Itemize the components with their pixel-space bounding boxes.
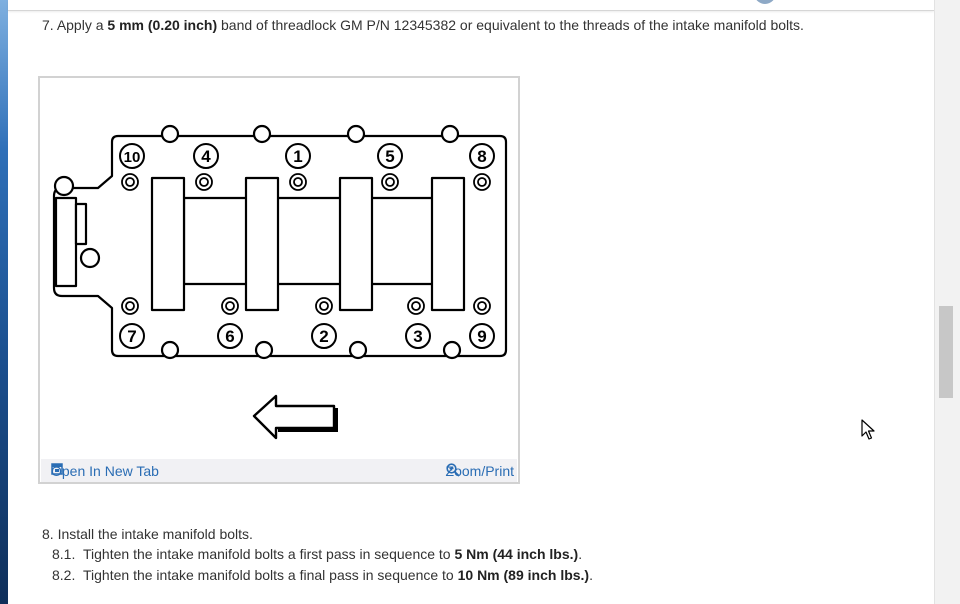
bolt-head: [315, 297, 333, 315]
torque-spec: 10 Nm (89 inch lbs.): [457, 567, 590, 583]
sequence-marker: [119, 323, 145, 349]
manifold-outline: [52, 134, 508, 358]
mouse-cursor-icon: [861, 419, 875, 440]
left-tab: [74, 202, 88, 246]
sequence-marker: [217, 323, 243, 349]
step-8-1: 8.1. Tighten the intake manifold bolts a …: [52, 546, 582, 562]
step-spec: 5 mm (0.20 inch): [107, 17, 218, 33]
top-ear: [252, 124, 272, 144]
bolt-head: [221, 297, 239, 315]
substep-end: .: [578, 546, 583, 562]
substep-number: 8.2.: [52, 567, 76, 583]
step-8-2: 8.2. Tighten the intake manifold bolts a …: [52, 567, 593, 583]
left-ear: [53, 175, 75, 197]
vertical-scrollbar[interactable]: [934, 0, 960, 604]
top-ear: [160, 124, 180, 144]
zoom-print-label: Zoom/Print: [445, 463, 514, 479]
substep-number: 8.1.: [52, 546, 76, 562]
bottom-ear: [442, 340, 462, 360]
sequence-marker: [469, 143, 495, 169]
bolt-number-3: 3: [413, 327, 422, 346]
scrollbar-thumb[interactable]: [939, 306, 953, 398]
sequence-marker: [405, 323, 431, 349]
zoom-print-link[interactable]: Zoom/Print: [446, 463, 514, 479]
bolt-head: [121, 297, 139, 315]
step-8: 8. Install the intake manifold bolts.: [42, 526, 253, 542]
bolt-head: [121, 173, 139, 191]
bottom-ear: [348, 340, 368, 360]
runner-port: [338, 176, 374, 312]
bolt-number-10: 10: [124, 149, 141, 166]
bottom-ear: [254, 340, 274, 360]
bolt-head: [195, 173, 213, 191]
step-number: 7.: [42, 17, 54, 33]
window-edge: [0, 0, 8, 604]
substep-text: Tighten the intake manifold bolts a firs…: [83, 546, 451, 562]
bolt-number-5: 5: [385, 147, 394, 166]
torque-spec: 5 Nm (44 inch lbs.): [454, 546, 579, 562]
left-ear: [79, 247, 101, 269]
step-text: Apply a: [56, 17, 104, 33]
plenum-band: [182, 196, 442, 286]
bolt-number-1: 1: [293, 147, 302, 166]
top-ear: [440, 124, 460, 144]
bolt-head: [473, 173, 491, 191]
bolt-head: [381, 173, 399, 191]
runner-port: [150, 176, 186, 312]
sequence-marker: [285, 143, 311, 169]
sequence-marker: [119, 143, 145, 169]
bolt-number-8: 8: [477, 147, 486, 166]
zoom-icon: [445, 463, 460, 477]
manifold-figure: 10 4 1 5 8 7 6 2 3 9 Open In New: [38, 76, 520, 484]
bolt-head: [289, 173, 307, 191]
bolt-number-6: 6: [225, 327, 234, 346]
previous-card-edge: [8, 0, 934, 11]
open-new-tab-icon: [51, 463, 63, 475]
bolt-head: [407, 297, 425, 315]
runner-port: [430, 176, 466, 312]
bottom-ear: [160, 340, 180, 360]
figure-toolbar: Open In New Tab Zoom/Print: [41, 459, 517, 482]
runner-port: [244, 176, 280, 312]
document-page: 7. Apply a 5 mm (0.20 inch) band of thre…: [8, 0, 934, 604]
sequence-marker: [377, 143, 403, 169]
bolt-head: [473, 297, 491, 315]
sequence-marker: [311, 323, 337, 349]
step-7: 7. Apply a 5 mm (0.20 inch) band of thre…: [42, 17, 804, 33]
step-number: 8.: [42, 526, 54, 542]
bolt-number-4: 4: [201, 147, 211, 166]
left-bracket: [54, 196, 78, 288]
open-in-new-tab-link[interactable]: Open In New Tab: [51, 463, 159, 479]
open-in-new-tab-label: Open In New Tab: [51, 463, 159, 479]
top-ear: [346, 124, 366, 144]
substep-end: .: [589, 567, 593, 583]
substep-text: Tighten the intake manifold bolts a fina…: [83, 567, 454, 583]
bolt-number-9: 9: [477, 327, 486, 346]
sequence-marker: [193, 143, 219, 169]
bolt-number-7: 7: [127, 327, 136, 346]
partial-badge: [754, 0, 776, 4]
bolt-sequence-diagram[interactable]: 10 4 1 5 8 7 6 2 3 9: [40, 78, 518, 460]
bolt-number-2: 2: [319, 327, 328, 346]
step-text: Install the intake manifold bolts.: [57, 526, 253, 542]
step-text: band of threadlock GM P/N 12345382 or eq…: [221, 17, 804, 33]
sequence-marker: [469, 323, 495, 349]
